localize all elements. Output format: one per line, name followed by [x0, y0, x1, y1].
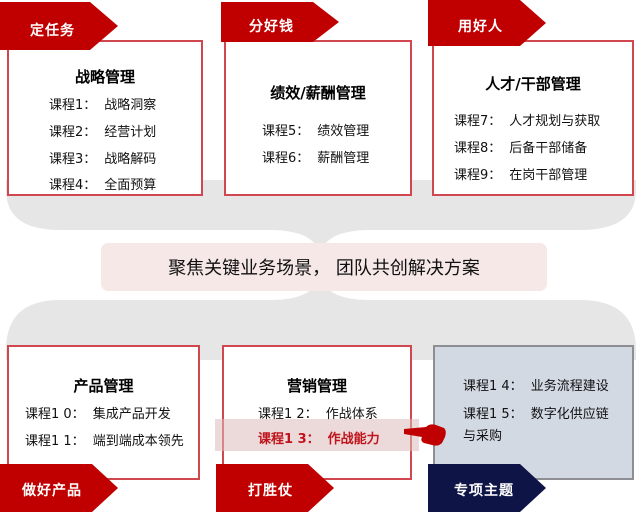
course-item: 课程6：薪酬管理: [262, 151, 370, 166]
course-item: 课程1 2：作战体系: [258, 407, 378, 422]
card-performance-compensation: 绩效/薪酬管理 课程5：绩效管理 课程6：薪酬管理: [224, 40, 412, 196]
card-special-topics: 课程1 4：业务流程建设 课程1 5：数字化供应链 与采购: [433, 345, 634, 480]
card-title: 人才/干部管理: [485, 75, 581, 93]
pointing-hand-icon: [404, 424, 446, 446]
card-strategy-management: 战略管理 课程1：战略洞察 课程2：经营计划 课程3：战略解码 课程4：全面预算: [7, 40, 203, 196]
course-item-highlighted: 课程1 3：作战能力: [258, 432, 380, 447]
tag-special-topics: 专项主题: [428, 464, 546, 512]
highlight-band: [215, 419, 419, 451]
card-product-management: 产品管理 课程1 0：集成产品开发 课程1 1：端到端成本领先: [7, 345, 200, 480]
card-marketing-management: 营销管理 课程1 2：作战体系: [222, 345, 412, 480]
course-item: 课程7：人才规划与获取: [454, 114, 601, 129]
course-item: 课程5：绩效管理: [262, 124, 370, 139]
course-item-continued: 与采购: [463, 429, 503, 444]
tag-win-battles: 打胜仗: [216, 464, 334, 512]
course-item: 课程4：全面预算: [49, 178, 157, 193]
course-item: 课程1 4：业务流程建设: [463, 379, 609, 394]
course-item: 课程1 0：集成产品开发: [25, 407, 171, 422]
card-title: 战略管理: [74, 68, 135, 86]
card-title: 产品管理: [73, 377, 134, 395]
tag-use-people: 用好人: [428, 0, 546, 46]
card-talent-cadre: 人才/干部管理 课程7：人才规划与获取 课程8：后备干部储备 课程9：在岗干部管…: [432, 40, 634, 196]
tag-good-products: 做好产品: [0, 464, 118, 512]
course-item: 课程2：经营计划: [49, 125, 157, 140]
tag-share-money: 分好钱: [221, 2, 339, 42]
card-title: 绩效/薪酬管理: [270, 84, 366, 102]
tag-define-tasks: 定任务: [0, 2, 118, 50]
course-item: 课程1 1：端到端成本领先: [25, 434, 184, 449]
course-item: 课程1 5：数字化供应链: [463, 407, 609, 422]
center-statement: 聚焦关键业务场景， 团队共创解决方案: [101, 243, 547, 291]
card-title: 营销管理: [286, 377, 347, 395]
course-item: 课程9：在岗干部管理: [454, 168, 588, 183]
course-item: 课程3：战略解码: [49, 152, 157, 167]
course-item: 课程1：战略洞察: [49, 98, 157, 113]
course-item: 课程8：后备干部储备: [454, 141, 588, 156]
